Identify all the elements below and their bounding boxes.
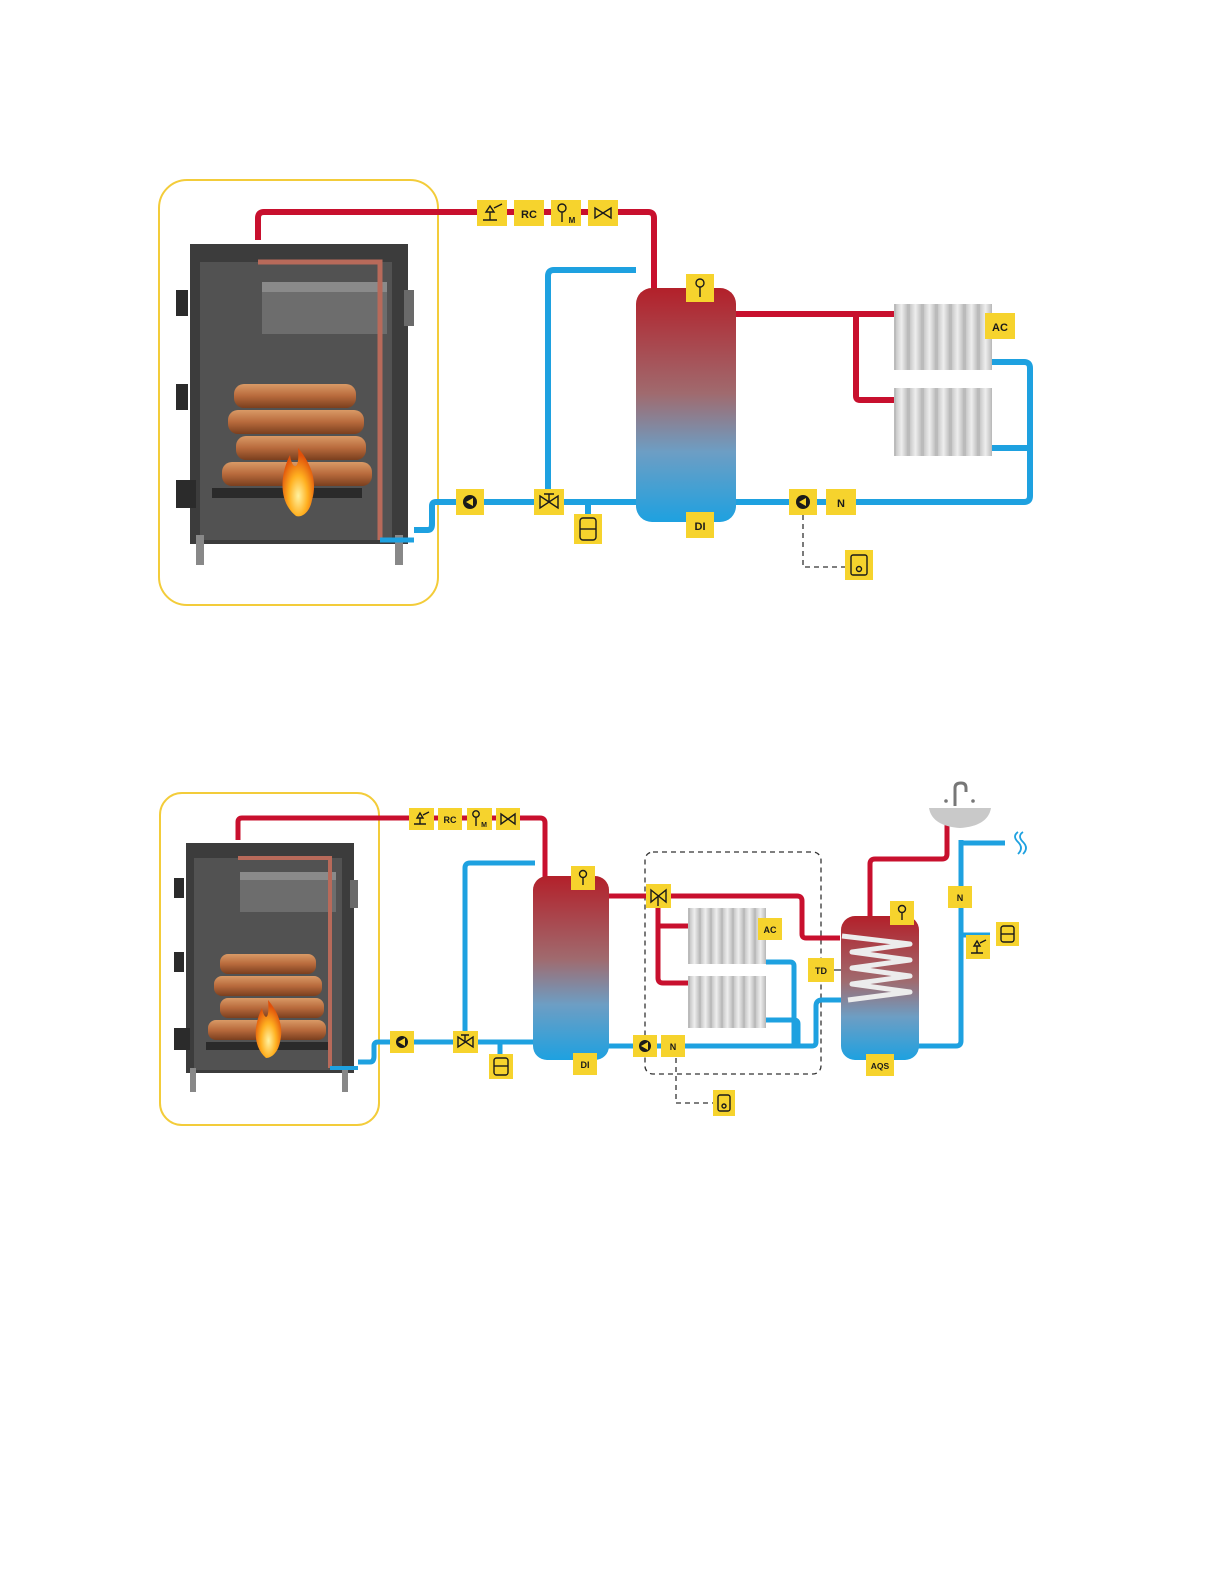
boiler-door-handle — [174, 878, 184, 898]
radiator-upper — [688, 908, 766, 964]
inertia-tank-2 — [533, 876, 609, 1060]
ac-label: AC — [992, 322, 1008, 334]
diagram-2: RC M — [160, 783, 1026, 1125]
aqs-label: AQS — [871, 1061, 890, 1071]
recirculation-box: RC — [438, 808, 462, 830]
sink-icon — [929, 783, 991, 828]
boiler-door-handle — [176, 384, 188, 410]
three-way-valve-icon — [453, 1031, 478, 1053]
td-label: TD — [815, 966, 827, 976]
thermostat-wire — [803, 515, 845, 567]
di-label: DI — [695, 521, 706, 533]
non-return-valve-box: N — [948, 886, 972, 908]
thermometer-manometer-icon: M — [551, 200, 581, 226]
thermostat-icon — [845, 550, 873, 580]
heating-circuit-box: AC — [985, 313, 1015, 339]
expansion-vessel-icon — [574, 514, 602, 544]
recirculation-box: RC — [514, 200, 544, 226]
pump-icon — [456, 489, 484, 515]
inertia-tank-label: DI — [573, 1053, 597, 1075]
gate-valve-icon — [588, 200, 618, 226]
rc-label: RC — [444, 815, 457, 825]
expansion-vessel-icon — [489, 1054, 513, 1079]
n-label: N — [837, 498, 845, 510]
hot-water-tank — [841, 916, 919, 1060]
safety-valve-icon — [409, 808, 434, 830]
three-way-valve-icon — [534, 489, 564, 515]
safety-valve-icon — [477, 200, 507, 226]
non-return-valve-box: N — [826, 489, 856, 515]
expansion-vessel-icon — [996, 922, 1019, 946]
n-label: N — [670, 1042, 677, 1052]
thermometer-icon — [890, 901, 914, 925]
diagram-1: RC M — [159, 180, 1030, 605]
pump-icon — [789, 489, 817, 515]
pump-icon — [633, 1035, 657, 1057]
safety-valve-icon — [966, 935, 990, 959]
gate-valve-icon — [496, 808, 520, 830]
svg-text:M: M — [481, 822, 487, 829]
diverter-box: TD — [808, 958, 834, 982]
boiler-door-handle — [176, 290, 188, 316]
boiler-ash-handle — [174, 1028, 190, 1050]
thermometer-icon — [571, 866, 595, 890]
pump-icon — [390, 1031, 414, 1053]
thermometer-manometer-icon: M — [467, 808, 492, 830]
cold-water-inlet-icon — [1015, 832, 1026, 854]
di-label: DI — [581, 1060, 590, 1070]
thermostat-wire — [676, 1058, 713, 1103]
n-label: N — [957, 893, 964, 903]
radiator-upper — [894, 304, 992, 370]
non-return-valve-box: N — [661, 1035, 685, 1057]
heating-circuit-box: AC — [758, 918, 782, 940]
ac-label: AC — [764, 925, 777, 935]
three-way-valve-icon — [646, 884, 671, 908]
thermostat-icon — [713, 1090, 735, 1116]
svg-text:M: M — [569, 216, 576, 225]
rc-label: RC — [521, 209, 537, 221]
boiler-ash-handle — [176, 480, 196, 508]
boiler-door-handle — [174, 952, 184, 972]
radiator-lower — [894, 388, 992, 456]
inertia-tank-label: DI — [686, 512, 714, 538]
inertia-tank-1 — [636, 288, 736, 522]
thermometer-icon — [686, 274, 714, 302]
radiator-lower — [688, 976, 766, 1028]
hot-water-tank-label: AQS — [866, 1054, 894, 1076]
